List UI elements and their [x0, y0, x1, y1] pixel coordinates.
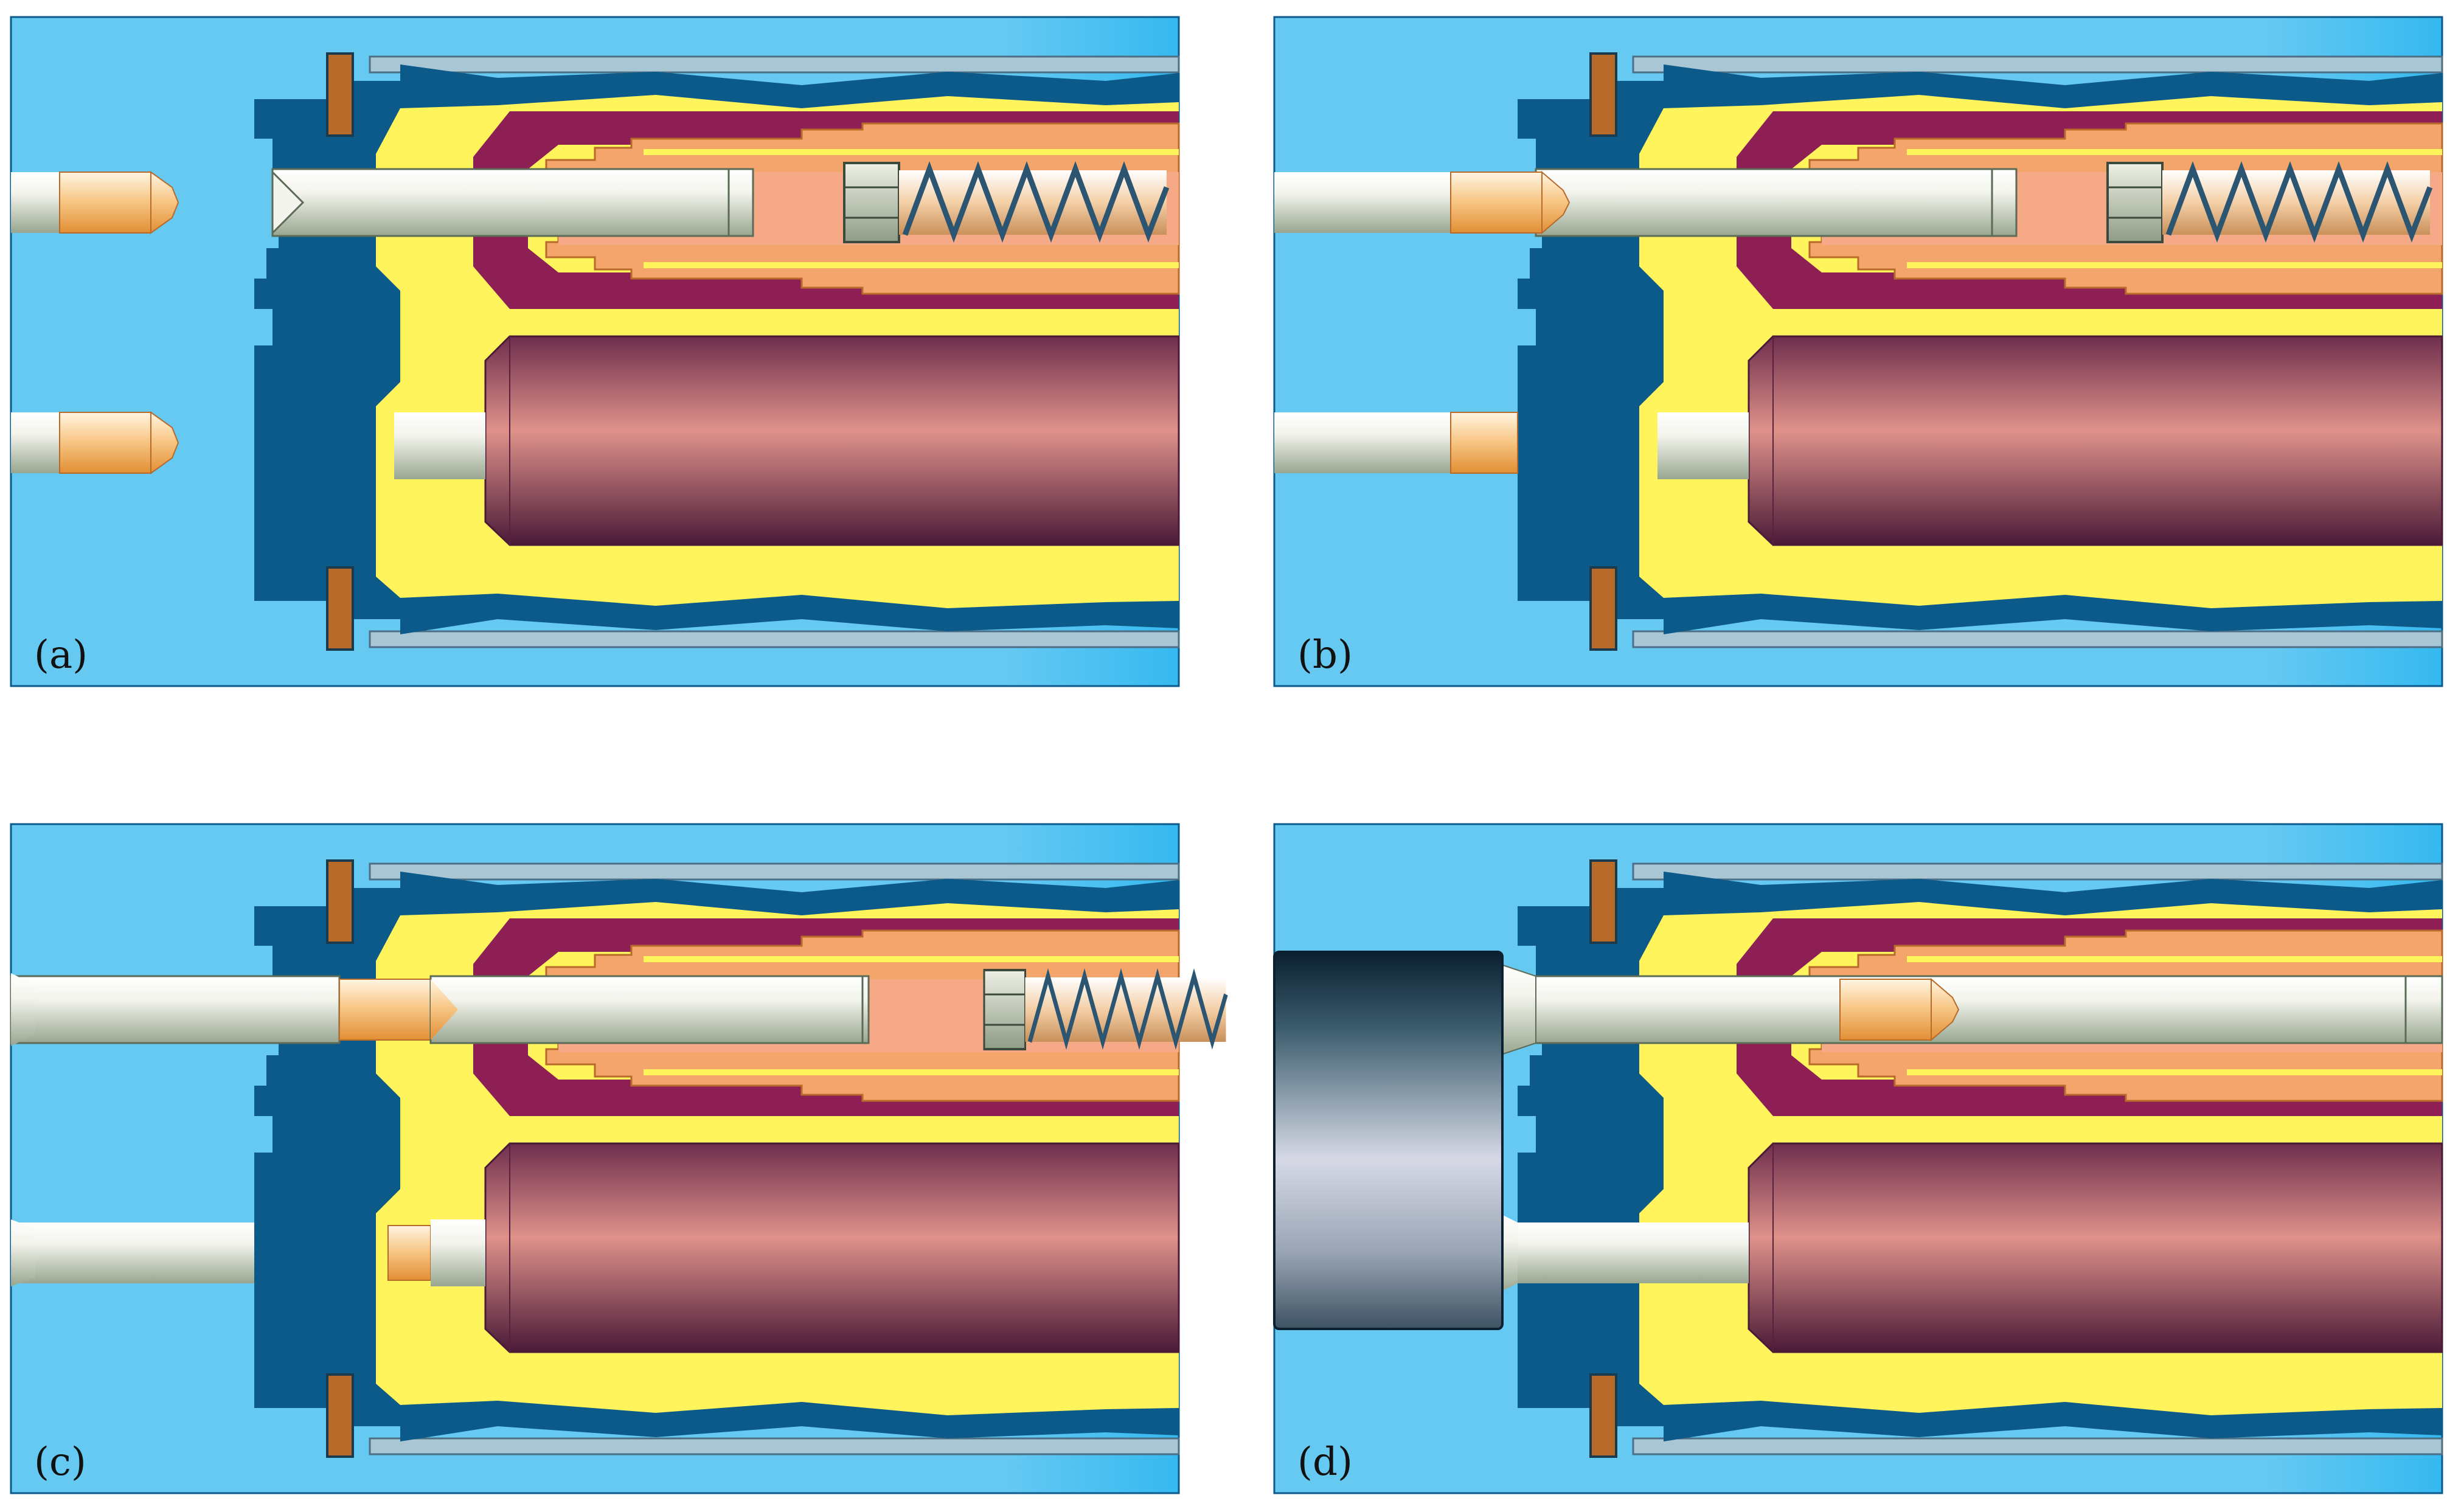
- panel-b-label: (b): [1297, 633, 1353, 678]
- mating-connector-housing: [1273, 951, 1504, 1330]
- lower-mating-pin: [11, 412, 60, 473]
- panel-b: (b): [1274, 17, 2442, 686]
- upper-mating-pin: [11, 172, 60, 233]
- upper-mating-pin: [10, 975, 341, 1044]
- panel-c-label: (c): [34, 1440, 86, 1485]
- upper-mating-pin: [1504, 975, 2443, 1044]
- lower-mating-pin: [11, 1222, 254, 1283]
- panel-a-label: (a): [34, 633, 88, 678]
- panel-d-label: (d): [1297, 1440, 1353, 1485]
- socket-pin: [271, 168, 754, 237]
- panel-d: (d): [1274, 824, 2442, 1493]
- panel-c: (c): [11, 824, 1226, 1493]
- panel-a: (a): [11, 17, 1179, 686]
- lower-mating-pin: [1274, 412, 1451, 473]
- upper-mating-pin: [1274, 172, 1451, 233]
- lower-mating-pin: [1499, 1222, 1749, 1283]
